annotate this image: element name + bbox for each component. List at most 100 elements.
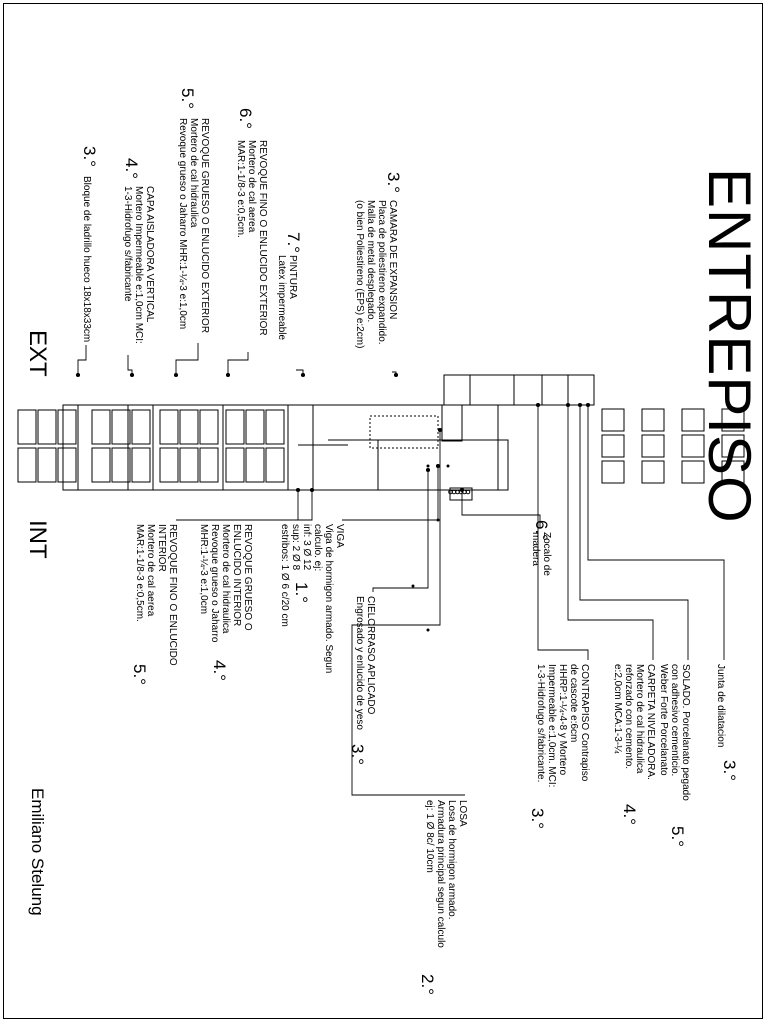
wall-block-cell	[245, 409, 265, 445]
floor-block-cell	[721, 434, 745, 458]
leader-dot	[535, 402, 541, 408]
leader-line	[537, 405, 589, 660]
num-revoque-fino-ext: 6.°	[236, 108, 255, 129]
label-cielorraso: CIELORRASO APLICADO Engrosado y enlucido…	[354, 596, 376, 730]
label-bloque: Bloque de ladrillo hueco 18x18x33cm	[81, 176, 92, 343]
leader-line	[176, 490, 299, 521]
leader-dot	[295, 487, 301, 493]
floor-build-up	[443, 374, 595, 406]
floor-block-cell	[721, 408, 745, 432]
num-revoque-grueso-int: 4.°	[210, 660, 229, 681]
leader-dot	[437, 427, 443, 433]
leader-dot	[425, 467, 431, 473]
floor-block-cell	[681, 434, 705, 458]
wall-block-cell	[159, 447, 179, 483]
label-revoque-grueso-ext: REVOQUE GRUESO O ENLUCIDO EXTERIOR Morte…	[177, 118, 210, 334]
floor-block-cell	[681, 460, 705, 484]
label-capa-aisladora: CAPA AISLADORA VERTICAL Mortero Impermea…	[122, 186, 155, 344]
floor-block-cell	[641, 460, 665, 484]
num-pintura: 7.°	[284, 232, 303, 253]
label-contrapiso: CONTRAPISO Contrapiso de cascote e:6cm H…	[535, 664, 590, 788]
floor-block-cell	[601, 408, 625, 432]
wall-block-cell	[179, 447, 199, 483]
leader-dot	[300, 372, 306, 378]
leader-lines	[75, 343, 725, 796]
wall-block-cell	[131, 447, 151, 483]
floor-block-cell	[721, 434, 745, 458]
floor-block-cell	[601, 460, 625, 484]
leader-line	[461, 490, 541, 528]
wall-block-cell	[57, 409, 77, 445]
num-camara: 3.°	[384, 172, 403, 193]
floor-block-cell	[641, 434, 665, 458]
leader-dot	[393, 372, 399, 378]
floor-block-cell	[601, 408, 625, 432]
floor-block-cell	[721, 408, 745, 432]
leader-line	[351, 430, 465, 796]
num-losa: 2.°	[418, 974, 437, 995]
wall-block-cell	[111, 409, 131, 445]
wall-block-cell	[225, 409, 245, 445]
wall-block-cell	[37, 409, 57, 445]
num-revoque-fino-int: 5.°	[130, 664, 149, 685]
num-zocalo: 6.°	[532, 520, 551, 541]
cielorraso-line	[441, 404, 463, 442]
label-solado: SOLADO. Porcelanato pegado con adhesivo …	[658, 664, 691, 801]
wall-block-cell	[265, 447, 285, 483]
wall-block-cell	[265, 409, 285, 445]
floor-block-cell	[641, 408, 665, 432]
beam	[377, 439, 509, 491]
wall-block-cell	[111, 447, 131, 483]
floor-block-cell	[641, 460, 665, 484]
leader-line	[579, 405, 689, 660]
floor-block-cell	[601, 434, 625, 458]
leader-dot	[129, 372, 135, 378]
wall-block-cell	[245, 447, 265, 483]
floor-block-cell	[681, 460, 705, 484]
floor-block-cell	[721, 434, 745, 458]
floor-block-cell	[681, 408, 705, 432]
floor-block-cell	[681, 434, 705, 458]
leader-dot	[435, 463, 441, 469]
floor-block-cell	[681, 408, 705, 432]
num-junta: 3.°	[720, 760, 739, 781]
floor-block-cell	[641, 434, 665, 458]
floor-block-cell	[721, 460, 745, 484]
wall-block-cell	[179, 409, 199, 445]
num-solado: 5.°	[668, 826, 687, 847]
floor-block-cell	[721, 460, 745, 484]
floor-block-cell	[721, 460, 745, 484]
floor-block-cell	[681, 434, 705, 458]
leader-dot	[585, 402, 591, 408]
num-viga: 1.°	[292, 582, 311, 603]
label-revoque-fino-ext: REVOQUE FINO O ENLUCIDO EXTERIOR Mortero…	[235, 140, 268, 336]
floor-block-cell	[641, 408, 665, 432]
wall-block-cell	[159, 409, 179, 445]
wall-block-cell	[199, 409, 219, 445]
floor-block-cell	[601, 460, 625, 484]
floor-block-cell	[681, 460, 705, 484]
leader-dot	[75, 372, 81, 378]
leader-dot	[577, 402, 583, 408]
floor-blocks	[601, 408, 745, 484]
wall-block-cell	[57, 447, 77, 483]
num-carpeta: 4.°	[620, 804, 639, 825]
label-losa: LOSA Losa de hormigon armado. Armadura p…	[424, 800, 468, 948]
leader-line	[77, 345, 87, 375]
camara-expansion	[369, 415, 439, 449]
leader-line	[372, 470, 429, 592]
leader-line	[250, 490, 313, 521]
leader-dot	[225, 372, 231, 378]
floor-block-cell	[681, 408, 705, 432]
leader-line	[227, 352, 249, 375]
label-viga: VIGA Viga de hormigon armado. Segun calc…	[279, 524, 345, 674]
floor-block-cell	[721, 408, 745, 432]
wall-block-cell	[199, 447, 219, 483]
label-revoque-grueso-int: REVOQUE GRUESO O ENLUCIDO INTERIOR Morte…	[198, 524, 253, 643]
num-cielorraso: 3.°	[348, 744, 367, 765]
wall-block-cell	[225, 447, 245, 483]
wall-block-cell	[91, 409, 111, 445]
leader-line	[567, 405, 654, 660]
num-bloque: 3.°	[80, 146, 99, 167]
